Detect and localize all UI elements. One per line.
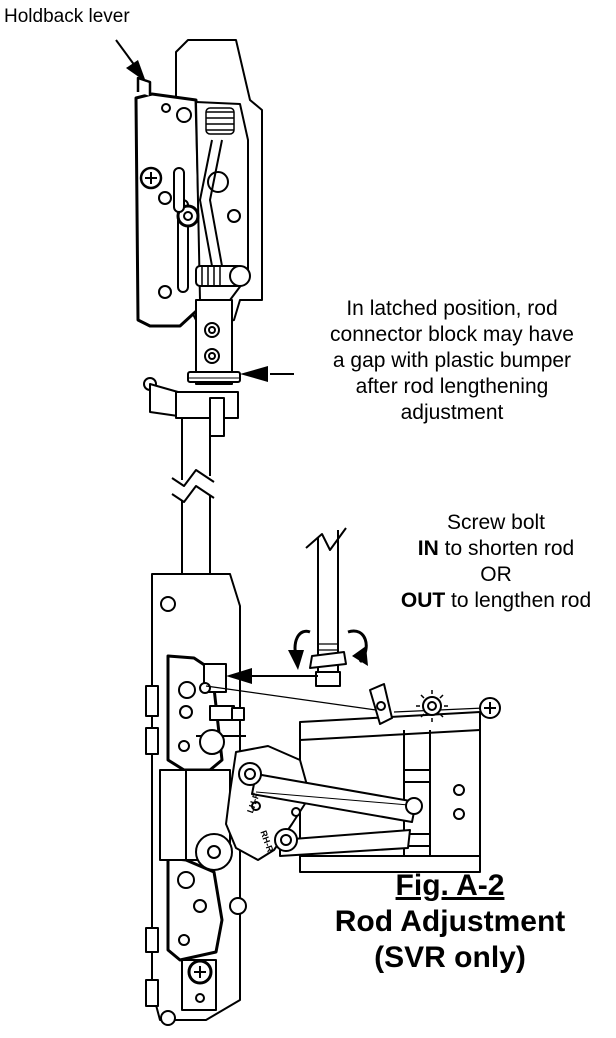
linkage-assembly: LH-F RH-R [195, 711, 481, 873]
note-line: a gap with plastic bumper [332, 349, 572, 372]
screw-line-or: OR [480, 563, 512, 586]
note-line: connector block may have [330, 323, 574, 346]
note-line: In latched position, rod [346, 297, 558, 320]
figure-caption-line-1: Rod Adjustment [334, 905, 566, 938]
latched-gap-note: In latched position, rod connector block… [292, 296, 612, 426]
out-keyword: OUT [400, 589, 446, 612]
note-line: adjustment [400, 401, 504, 424]
screw-bolt-hardware [205, 527, 501, 725]
in-text: to shorten rod [438, 537, 575, 560]
holdback-lever-callout: Holdback lever [4, 6, 130, 27]
out-text: to lengthen rod [445, 589, 592, 612]
in-keyword: IN [417, 537, 439, 560]
screw-line-in: IN to shorten rod [376, 536, 616, 562]
screw-bolt-note: Screw bolt IN to shorten rod OR OUT to l… [376, 510, 616, 614]
screw-line-out: OUT to lengthen rod [376, 588, 616, 614]
note-line: after rod lengthening [355, 375, 549, 398]
figure-caption-line-2: (SVR only) [374, 941, 526, 974]
figure-title: Fig. A-2 [395, 869, 505, 902]
figure-caption: Fig. A-2 Rod Adjustment (SVR only) [300, 868, 600, 976]
top-latch-assembly [134, 39, 263, 437]
callout-arrows [115, 39, 318, 684]
screw-line-1: Screw bolt [446, 511, 546, 534]
bottom-latch-assembly [145, 573, 247, 1026]
